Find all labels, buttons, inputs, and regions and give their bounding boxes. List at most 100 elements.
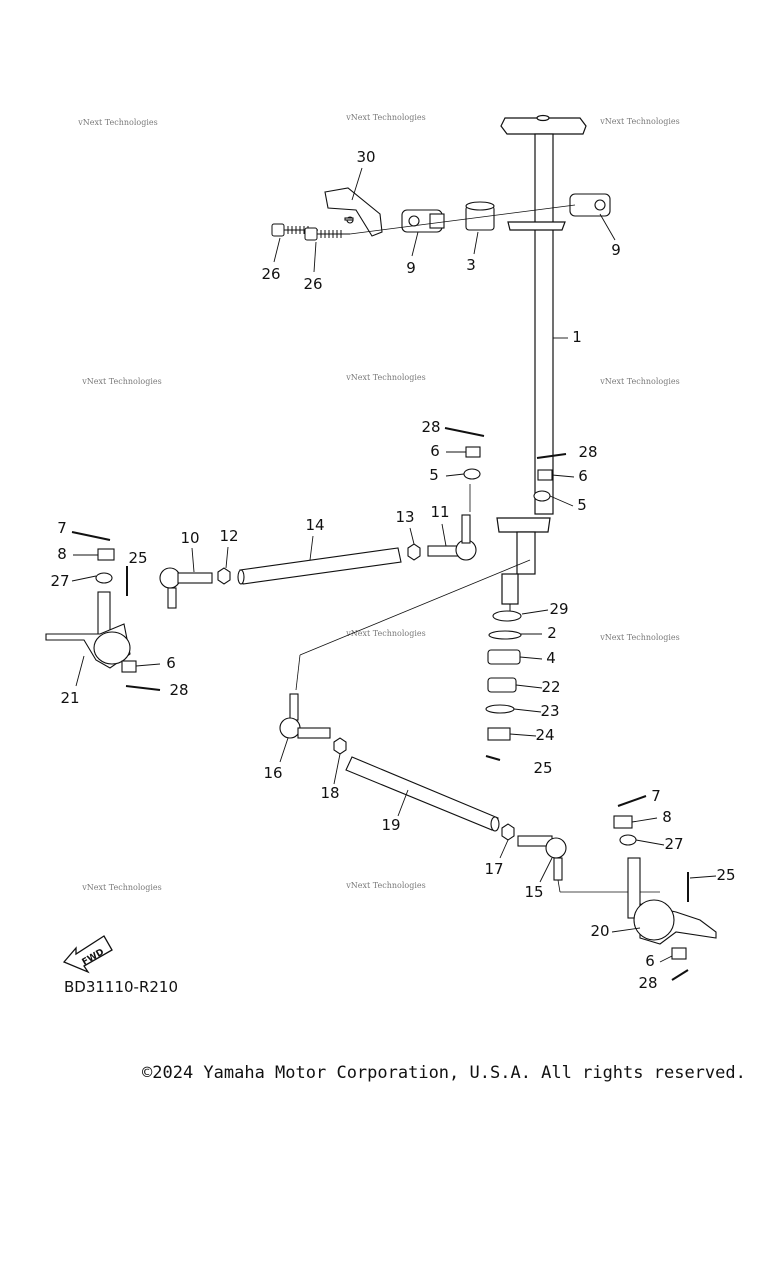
watermark-text: vNext Technologies <box>81 377 161 386</box>
leader-line <box>397 789 409 817</box>
nut-part-12 <box>217 567 231 585</box>
diagram-code: BD31110-R210 <box>64 978 179 996</box>
watermark-text: vNext Technologies <box>345 373 425 382</box>
leader-line <box>441 523 447 547</box>
universal-joint-part-9b <box>569 193 611 217</box>
part-callout-26: 26 <box>261 265 280 283</box>
nut-part-18 <box>333 737 347 755</box>
part-callout-17: 17 <box>484 860 503 878</box>
leader-line <box>333 753 341 785</box>
part-callout-6: 6 <box>578 467 588 485</box>
assembly-line <box>299 559 531 656</box>
part-callout-13: 13 <box>395 508 414 526</box>
part-callout-8: 8 <box>57 545 67 563</box>
watermark-text: vNext Technologies <box>599 377 679 386</box>
part-callout-28: 28 <box>169 681 188 699</box>
part-callout-7: 7 <box>57 519 67 537</box>
part-callout-5: 5 <box>577 496 587 514</box>
assembly-line <box>557 879 561 893</box>
leader-line <box>611 927 641 933</box>
assembly-line <box>349 204 576 235</box>
copyright-notice: ©2024 Yamaha Motor Corporation, U.S.A. A… <box>142 1063 746 1083</box>
watermark-text: vNext Technologies <box>77 118 157 127</box>
watermark-text: vNext Technologies <box>599 633 679 642</box>
leader-line <box>309 535 314 561</box>
part-callout-2: 2 <box>547 624 557 642</box>
watermark-text: vNext Technologies <box>345 629 425 638</box>
part-callout-29: 29 <box>549 600 568 618</box>
leader-line <box>499 839 509 859</box>
leader-line <box>135 663 161 667</box>
part-callout-7: 7 <box>651 787 661 805</box>
small-parts-upper <box>444 427 567 502</box>
watermark-text: vNext Technologies <box>81 883 161 892</box>
part-callout-11: 11 <box>430 503 449 521</box>
leader-line <box>539 857 553 883</box>
part-callout-16: 16 <box>263 764 282 782</box>
universal-joint-part-9a <box>401 209 445 233</box>
steering-shaft-part <box>496 114 587 612</box>
leader-line <box>515 684 543 689</box>
part-callout-6: 6 <box>166 654 176 672</box>
leader-line <box>409 527 415 545</box>
part-callout-25: 25 <box>128 549 147 567</box>
tie-rod-part-19 <box>345 756 500 832</box>
part-callout-24: 24 <box>535 726 554 744</box>
part-callout-20: 20 <box>590 922 609 940</box>
leader-line <box>473 231 479 255</box>
leader-line <box>445 473 465 477</box>
assembly-line <box>295 654 301 691</box>
part-callout-28: 28 <box>578 443 597 461</box>
leader-line <box>351 167 363 201</box>
fwd-arrow-icon: FWD <box>62 932 114 978</box>
leader-line <box>313 241 317 273</box>
watermark-text: vNext Technologies <box>599 117 679 126</box>
nut-part-17 <box>501 823 515 841</box>
leader-line <box>551 474 575 478</box>
part-callout-9: 9 <box>406 259 416 277</box>
tie-rod-end-part-15 <box>517 835 567 881</box>
part-callout-8: 8 <box>662 808 672 826</box>
watermark-text: vNext Technologies <box>345 881 425 890</box>
part-callout-14: 14 <box>305 516 324 534</box>
nut-part-13 <box>407 543 421 561</box>
part-callout-15: 15 <box>524 883 543 901</box>
leader-line <box>509 733 537 737</box>
part-callout-18: 18 <box>320 784 339 802</box>
part-callout-25: 25 <box>716 866 735 884</box>
part-callout-28: 28 <box>638 974 657 992</box>
part-callout-6: 6 <box>430 442 440 460</box>
part-callout-22: 22 <box>541 678 560 696</box>
small-parts-left <box>71 531 161 691</box>
watermark-text: vNext Technologies <box>345 113 425 122</box>
part-callout-23: 23 <box>540 702 559 720</box>
knuckle-part-20 <box>627 857 717 945</box>
leader-line <box>273 237 281 263</box>
leader-line <box>519 656 543 660</box>
part-callout-9: 9 <box>611 241 621 259</box>
bracket-part-30 <box>324 187 383 237</box>
part-callout-28: 28 <box>421 418 440 436</box>
leader-line <box>71 575 97 582</box>
part-callout-3: 3 <box>466 256 476 274</box>
tie-rod-end-part-16 <box>279 693 331 739</box>
part-callout-12: 12 <box>219 527 238 545</box>
leader-line <box>225 546 229 569</box>
part-callout-21: 21 <box>60 689 79 707</box>
leader-line <box>599 213 616 241</box>
leader-line <box>513 708 542 713</box>
part-callout-6: 6 <box>645 952 655 970</box>
bushing-part-3 <box>465 201 495 231</box>
leader-line <box>689 875 717 879</box>
tie-rod-part-14 <box>237 547 402 585</box>
part-callout-1: 1 <box>572 328 582 346</box>
leader-line <box>75 655 85 687</box>
part-callout-10: 10 <box>180 529 199 547</box>
leader-line <box>659 955 673 963</box>
part-callout-27: 27 <box>664 835 683 853</box>
knuckle-part-21 <box>45 591 131 669</box>
part-callout-19: 19 <box>381 816 400 834</box>
leader-line <box>411 231 419 257</box>
